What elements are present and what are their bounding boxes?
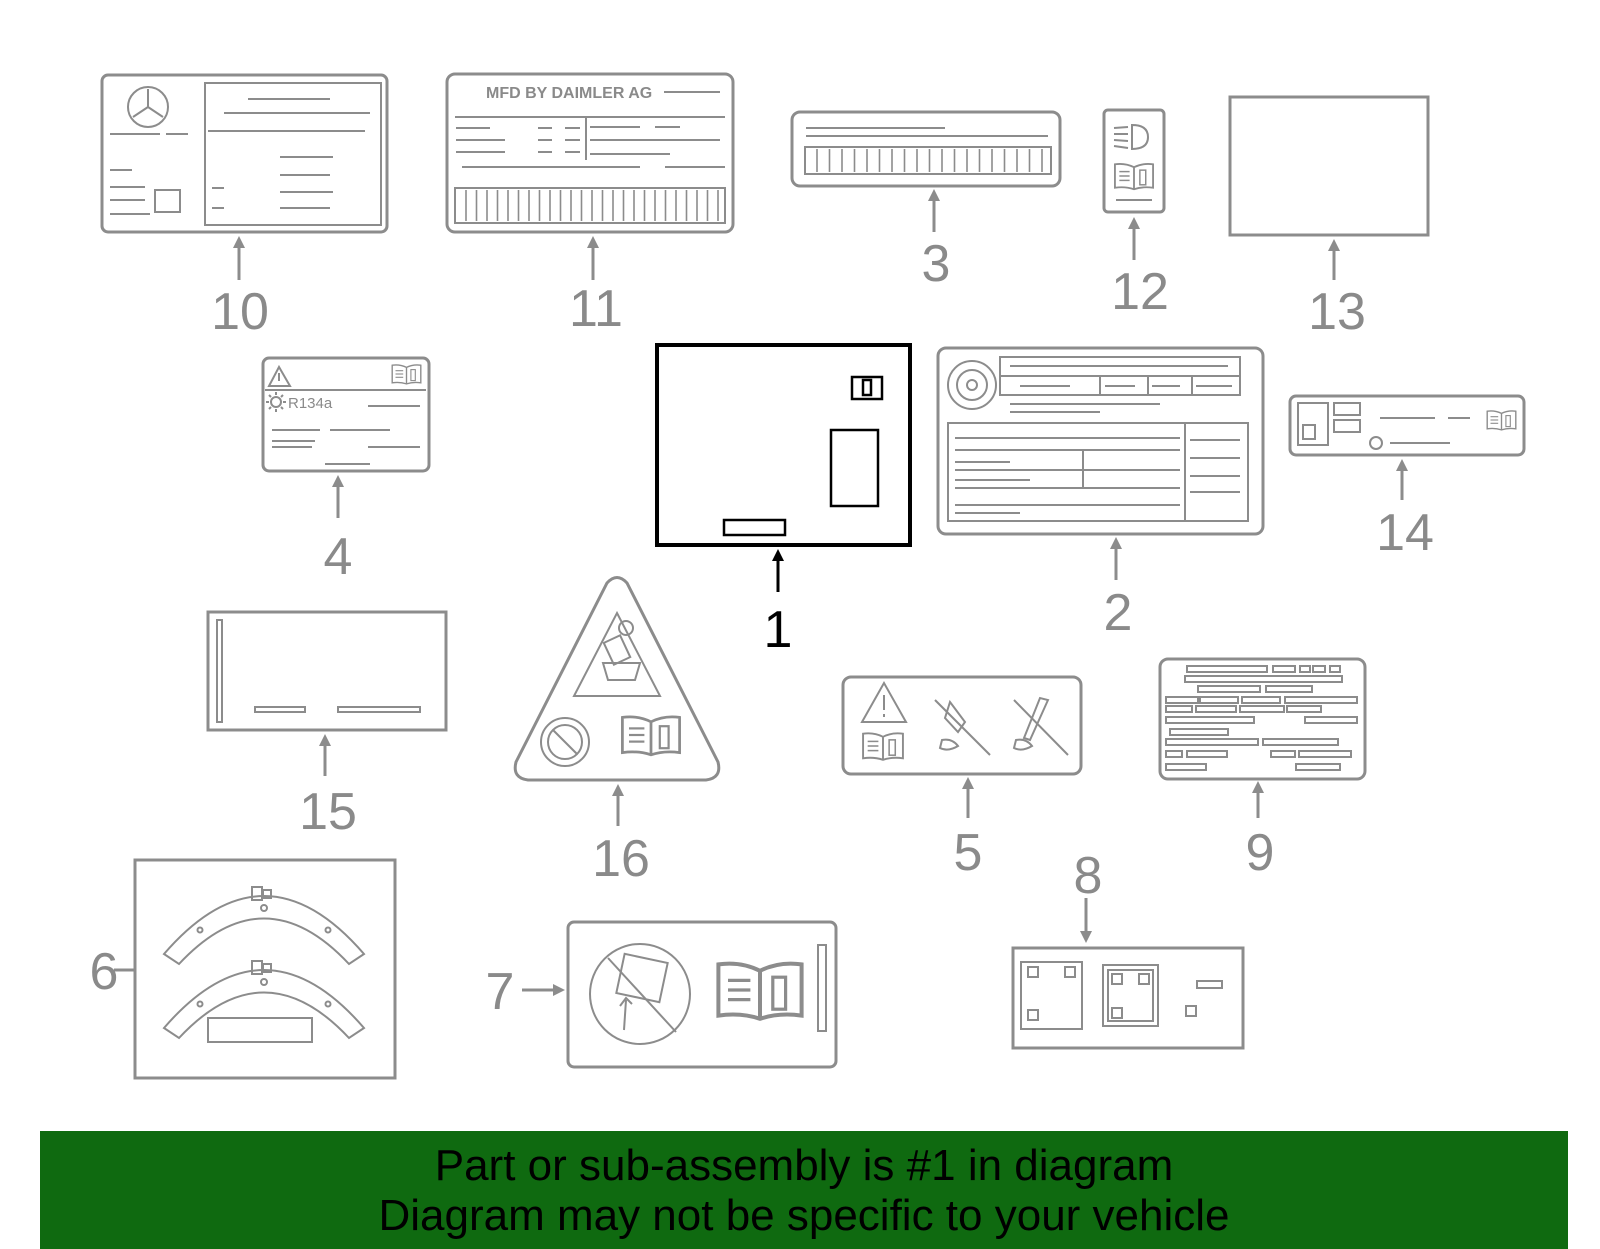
label-4[interactable]: R134a <box>261 356 431 473</box>
callout-6: 6 <box>90 943 119 1001</box>
no-tool-icon-2 <box>1012 696 1069 756</box>
text-block <box>1286 705 1322 713</box>
ac-sun-icon <box>266 392 286 412</box>
footer-line-2: Diagram may not be specific to your vehi… <box>378 1191 1230 1240</box>
callout-11: 11 <box>569 280 623 338</box>
label-11[interactable]: MFD BY DAIMLER AG <box>445 72 735 234</box>
label-5[interactable] <box>841 675 1083 776</box>
callout-9: 9 <box>1246 824 1275 882</box>
text-block <box>1165 738 1259 746</box>
callout-5: 5 <box>954 824 983 882</box>
footer-line-1: Part or sub-assembly is #1 in diagram <box>434 1141 1174 1190</box>
manufacturer-text: MFD BY DAIMLER AG <box>486 85 652 102</box>
headlight-icon <box>1113 123 1150 151</box>
no-symbol-icon <box>540 717 590 767</box>
text-block <box>1197 685 1261 693</box>
text-block <box>1270 750 1296 758</box>
text-block <box>1184 675 1343 683</box>
callout-12: 12 <box>1111 263 1169 321</box>
callout-2: 2 <box>1104 584 1133 642</box>
label-15[interactable] <box>206 610 448 732</box>
text-block <box>1262 738 1339 746</box>
text-block <box>1165 696 1199 704</box>
label-13[interactable] <box>1228 95 1430 237</box>
refrigerant-text: R134a <box>288 395 333 412</box>
callout-14: 14 <box>1376 504 1434 562</box>
label-8[interactable] <box>1011 946 1245 1050</box>
text-block <box>1199 696 1239 704</box>
text-block <box>1165 763 1207 771</box>
no-battery-icon <box>589 943 691 1045</box>
text-block <box>1186 750 1228 758</box>
manual-book-icon <box>391 364 422 385</box>
tire-icon <box>947 360 997 410</box>
callout-numbers: 10 11 3 12 13 4 1 2 14 15 16 5 9 8 7 6 <box>90 235 1434 1021</box>
text-block <box>1312 665 1326 673</box>
arc-decal <box>162 960 366 1040</box>
text-block <box>1186 665 1268 673</box>
callout-7: 7 <box>486 963 515 1021</box>
text-block <box>1165 705 1193 713</box>
text-block <box>1304 716 1358 724</box>
callout-1: 1 <box>764 601 793 659</box>
arc-decal <box>162 886 366 966</box>
text-block <box>1195 705 1237 713</box>
manual-book-icon <box>1113 162 1155 191</box>
text-block <box>1169 728 1229 736</box>
text-block <box>1239 705 1285 713</box>
label-6[interactable] <box>133 858 397 1080</box>
label-2[interactable] <box>936 346 1265 536</box>
callout-10: 10 <box>211 283 269 341</box>
manual-book-icon <box>861 732 905 762</box>
label-1-highlighted[interactable] <box>655 343 912 547</box>
barcode <box>465 190 719 221</box>
text-block <box>1165 750 1183 758</box>
callout-15: 15 <box>299 783 357 841</box>
footer-banner: Part or sub-assembly is #1 in diagram Di… <box>40 1131 1568 1249</box>
text-block <box>1329 665 1341 673</box>
text-block <box>1299 665 1311 673</box>
text-blocks <box>1165 665 1358 771</box>
text-block <box>1241 696 1281 704</box>
airbag-warning-icon <box>601 620 642 681</box>
manual-book-icon <box>718 964 801 1019</box>
no-tool-icon <box>934 699 991 756</box>
label-9[interactable] <box>1158 657 1367 781</box>
callout-3: 3 <box>922 235 951 293</box>
text-block <box>1165 716 1255 724</box>
barcode <box>816 149 1043 172</box>
label-3[interactable] <box>790 110 1062 188</box>
callout-4: 4 <box>324 528 353 586</box>
text-block <box>1298 750 1352 758</box>
label-16[interactable] <box>513 576 721 782</box>
warning-triangle-icon <box>860 680 908 723</box>
text-block <box>1295 763 1341 771</box>
callout-13: 13 <box>1308 283 1366 341</box>
callout-8: 8 <box>1074 847 1103 905</box>
callout-16: 16 <box>592 830 650 888</box>
text-block <box>1265 685 1313 693</box>
label-14[interactable] <box>1288 394 1526 457</box>
manual-book-icon <box>1486 410 1517 431</box>
warning-triangle-icon <box>267 364 292 387</box>
text-block <box>1272 665 1296 673</box>
text-block <box>1284 696 1358 704</box>
label-10[interactable] <box>100 73 389 234</box>
label-7[interactable] <box>566 920 838 1069</box>
label-12[interactable] <box>1102 108 1166 214</box>
mercedes-star-icon <box>127 86 169 128</box>
manual-book-icon <box>620 715 682 757</box>
callout-arrows <box>114 189 1408 996</box>
